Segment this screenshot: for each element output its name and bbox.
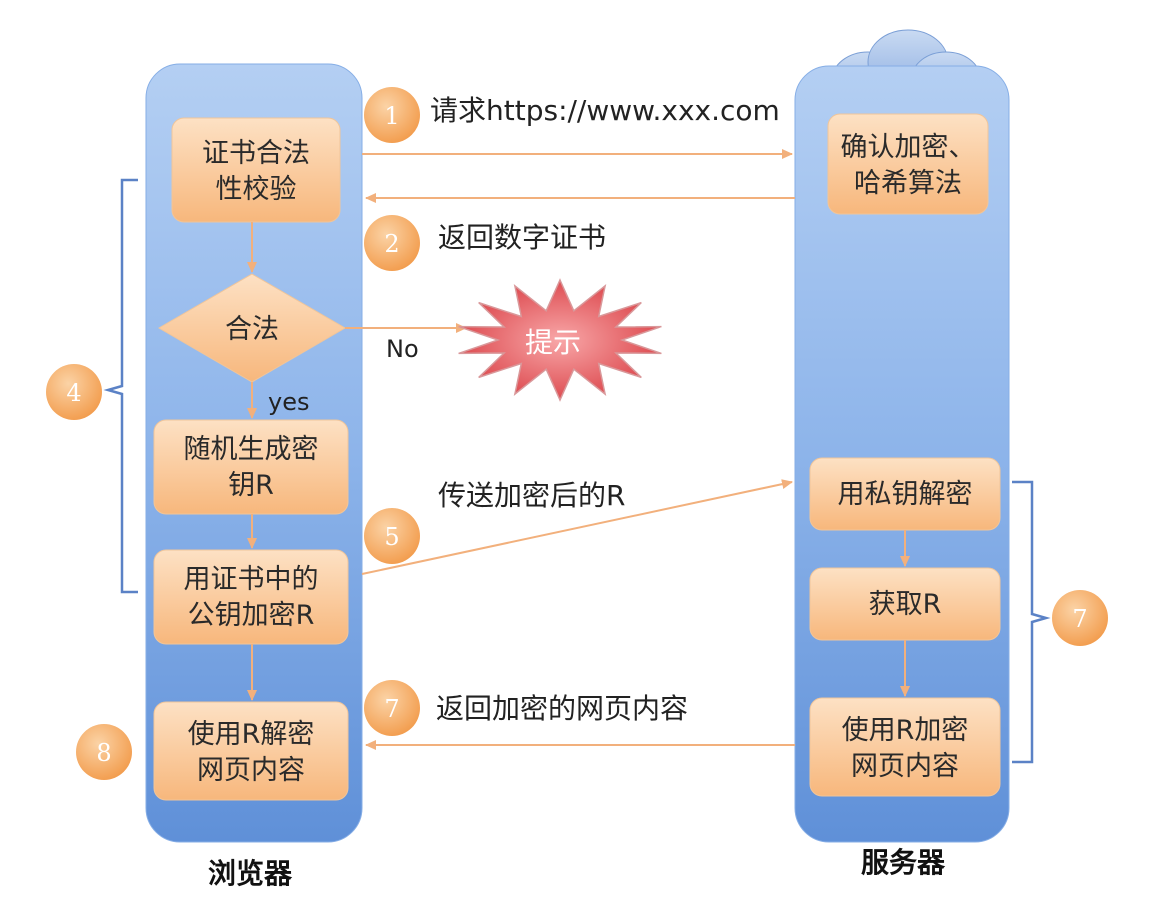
svg-text:4: 4 — [66, 379, 81, 407]
random-key-box: 随机生成密 钥R — [153, 419, 349, 515]
svg-text:8: 8 — [96, 739, 111, 767]
svg-text:2: 2 — [384, 230, 399, 258]
return-content-label: 返回加密的网页内容 — [436, 692, 688, 725]
send-r-arrow — [361, 479, 793, 575]
confirm-algorithm-box: 确认加密、 哈希算法 — [827, 113, 989, 215]
badge-7-right: 7 — [1052, 590, 1108, 646]
send-r-label: 传送加密后的R — [438, 479, 625, 512]
server-encrypt-box: 使用R加密 网页内容 — [809, 697, 1001, 797]
get-r-box: 获取R — [809, 567, 1001, 641]
server-column — [794, 29, 1010, 843]
badge-5: 5 — [364, 508, 420, 564]
svg-text:7: 7 — [1072, 605, 1087, 633]
browser-title: 浏览器 — [208, 857, 293, 890]
badge-4: 4 — [46, 364, 102, 420]
svg-text:7: 7 — [384, 695, 399, 723]
svg-text:5: 5 — [384, 523, 399, 551]
badge-8: 8 — [76, 724, 132, 780]
decrypt-content-line2: 网页内容 — [197, 755, 305, 786]
private-key-decrypt-label: 用私钥解密 — [838, 479, 973, 510]
request-label: 请求https://www.xxx.com — [430, 94, 780, 127]
no-label: No — [386, 335, 419, 363]
cross-arrows — [345, 149, 795, 750]
server-encrypt-line1: 使用R加密 — [842, 715, 969, 746]
alert-starburst: 提示 — [458, 278, 662, 402]
left-bracket — [103, 178, 138, 594]
private-key-decrypt-box: 用私钥解密 — [809, 457, 1001, 531]
get-r-label: 获取R — [869, 589, 942, 620]
badge-7-mid: 7 — [364, 680, 420, 736]
right-bracket — [1012, 480, 1051, 764]
svg-text:1: 1 — [384, 102, 399, 130]
badge-1: 1 — [364, 87, 420, 143]
server-encrypt-line2: 网页内容 — [851, 751, 959, 782]
confirm-algorithm-line2: 哈希算法 — [854, 168, 962, 199]
return-cert-label: 返回数字证书 — [438, 221, 606, 254]
server-title: 服务器 — [861, 846, 946, 879]
random-key-line1: 随机生成密 — [184, 434, 319, 465]
public-key-encrypt-line1: 用证书中的 — [184, 564, 319, 595]
yes-label: yes — [268, 388, 309, 416]
random-key-line2: 钥R — [228, 470, 274, 501]
valid-decision-diamond: 合法 — [158, 273, 346, 383]
public-key-encrypt-box: 用证书中的 公钥加密R — [153, 549, 349, 645]
decrypt-content-line1: 使用R解密 — [188, 719, 315, 750]
confirm-algorithm-line1: 确认加密、 — [841, 132, 976, 163]
verify-cert-line1: 证书合法 — [202, 138, 310, 169]
public-key-encrypt-line2: 公钥加密R — [188, 600, 315, 631]
verify-cert-box: 证书合法 性校验 — [171, 117, 341, 223]
verify-cert-line2: 性校验 — [216, 174, 297, 205]
decrypt-content-box: 使用R解密 网页内容 — [153, 701, 349, 801]
alert-label: 提示 — [525, 326, 581, 359]
badge-2: 2 — [364, 215, 420, 271]
decision-label: 合法 — [225, 314, 279, 345]
